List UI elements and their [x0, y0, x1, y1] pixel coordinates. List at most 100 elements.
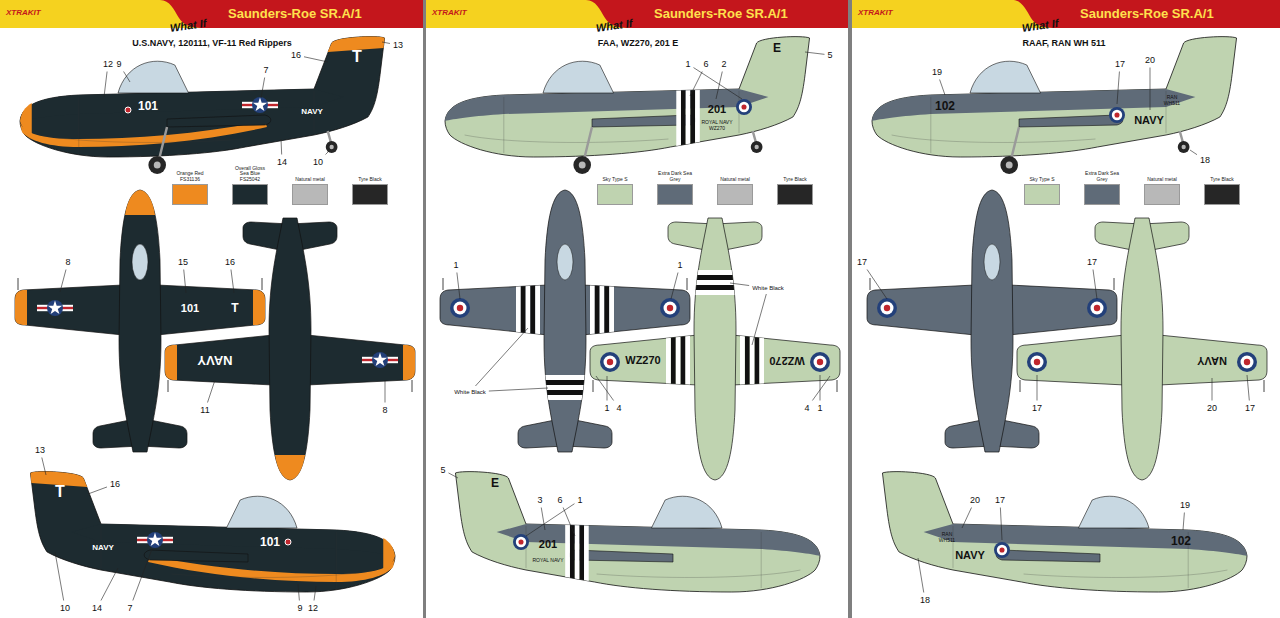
callout-number: 1 — [604, 404, 609, 413]
roundel — [810, 352, 830, 372]
aircraft-marking: 102 — [935, 100, 955, 112]
callout-number: 15 — [178, 258, 188, 267]
callout-number: 7 — [127, 604, 132, 613]
header-swoosh — [0, 0, 423, 40]
aircraft-marking: NAVY — [92, 544, 114, 552]
leader-line — [42, 458, 46, 476]
roundel — [513, 534, 529, 550]
legend-text: Extra Dark Sea Grey — [655, 171, 695, 182]
aircraft-side-view — [455, 470, 820, 600]
sheet-title: Saunders-Roe SR.A/1 — [1080, 7, 1214, 20]
national-insignia — [137, 532, 173, 548]
leader-line — [55, 552, 64, 601]
leader-line — [1190, 150, 1197, 155]
callout-number: 2 — [721, 60, 726, 69]
legend-text: Sky Type S — [595, 177, 635, 183]
leader-line — [281, 139, 283, 155]
leader-line — [812, 376, 830, 401]
callout-number: 3 — [537, 496, 542, 505]
squadron-badge — [285, 539, 291, 545]
legend-text: Overall Gloss Sea Blue FS25042 — [230, 166, 270, 183]
header-swoosh — [852, 0, 1280, 40]
leader-line — [104, 72, 107, 98]
callout-number: 19 — [932, 68, 942, 77]
header-band: XTRAKITWhat IfSaunders-Roe SR.A/1 — [426, 0, 848, 28]
identification-stripes — [516, 280, 614, 400]
callout-number: 17 — [1115, 60, 1125, 69]
callout-number: 1 — [677, 261, 682, 270]
scheme-subtitle: RAAF, RAN WH 511 — [914, 39, 1214, 48]
leader-line — [1183, 513, 1184, 531]
color-swatch — [1144, 184, 1180, 205]
leader-line — [563, 508, 575, 537]
callout-number: 20 — [970, 496, 980, 505]
callout-number: 13 — [35, 446, 45, 455]
legend-text: Extra Dark Sea Grey — [1082, 171, 1122, 182]
aircraft-bottom-view — [1017, 218, 1267, 480]
leader-line — [457, 273, 460, 300]
sheet-ground — [852, 0, 1280, 618]
leader-line — [231, 270, 234, 294]
leader-line — [314, 586, 316, 601]
callout-number: 9 — [297, 604, 302, 613]
callout-number: 7 — [263, 66, 268, 75]
scheme-subtitle: U.S.NAVY, 120111, VF-11 Red Rippers — [62, 39, 362, 48]
leader-line — [526, 504, 574, 536]
roundel — [1237, 352, 1257, 372]
callout-number: 18 — [1200, 156, 1210, 165]
callout-number: 20 — [1207, 404, 1217, 413]
callout-number: 12 — [308, 604, 318, 613]
color-swatch — [292, 184, 328, 205]
marking-note: White Black — [454, 389, 486, 395]
callout-number: 5 — [440, 466, 445, 475]
national-insignia — [242, 97, 278, 113]
header-band: XTRAKITWhat IfSaunders-Roe SR.A/1 — [852, 0, 1280, 28]
leader-line — [690, 72, 702, 97]
aircraft-marking: NAVY — [197, 354, 232, 367]
marking-note: RAN WH511 — [937, 532, 957, 543]
callout-number: 9 — [116, 60, 121, 69]
leader-line — [805, 52, 824, 54]
leader-line — [1093, 270, 1097, 300]
leader-line — [298, 584, 299, 601]
roundel — [994, 542, 1010, 558]
sheet-ground — [426, 0, 848, 618]
sheet-ground — [0, 0, 423, 618]
callout-number: 12 — [103, 60, 113, 69]
leader-line — [867, 270, 887, 300]
aircraft-side-view — [455, 472, 820, 592]
aircraft-bottom-view — [1017, 218, 1267, 480]
aircraft-marking: WZ270 — [625, 355, 660, 366]
callout-number: 14 — [277, 158, 287, 167]
callout-number: 1 — [817, 404, 822, 413]
legend-text: Tyre Black — [1202, 177, 1242, 183]
aircraft-top-view — [440, 190, 690, 452]
callout-number: 17 — [857, 258, 867, 267]
roundel — [736, 99, 752, 115]
roundel — [877, 298, 897, 318]
leader-line — [962, 508, 972, 529]
leader-line — [541, 508, 545, 531]
callout-number: 1 — [453, 261, 458, 270]
leader-line — [730, 283, 749, 286]
color-swatch — [657, 184, 693, 205]
legend-text: Natural metal — [1142, 177, 1182, 183]
aircraft-marking: NAVY — [301, 108, 323, 116]
leader-line — [671, 273, 678, 300]
legend-text: Natural metal — [290, 177, 330, 183]
sheet-panel: FAA, WZ270, 201 EXTRAKITWhat IfSaunders-… — [426, 0, 848, 618]
leader-line — [385, 380, 386, 403]
leader-line — [1212, 378, 1213, 401]
color-swatch — [172, 184, 208, 205]
leader-line — [716, 72, 722, 100]
identification-stripes — [676, 35, 700, 165]
aircraft-top-view — [15, 190, 265, 452]
leader-line — [607, 376, 608, 401]
aircraft-bottom-view — [590, 218, 840, 480]
aircraft-side-view — [872, 37, 1237, 174]
aircraft-marking: NAVY — [1134, 115, 1164, 126]
aircraft-marking: E — [773, 42, 781, 54]
leader-line — [1117, 72, 1119, 105]
leader-line — [1000, 508, 1002, 541]
